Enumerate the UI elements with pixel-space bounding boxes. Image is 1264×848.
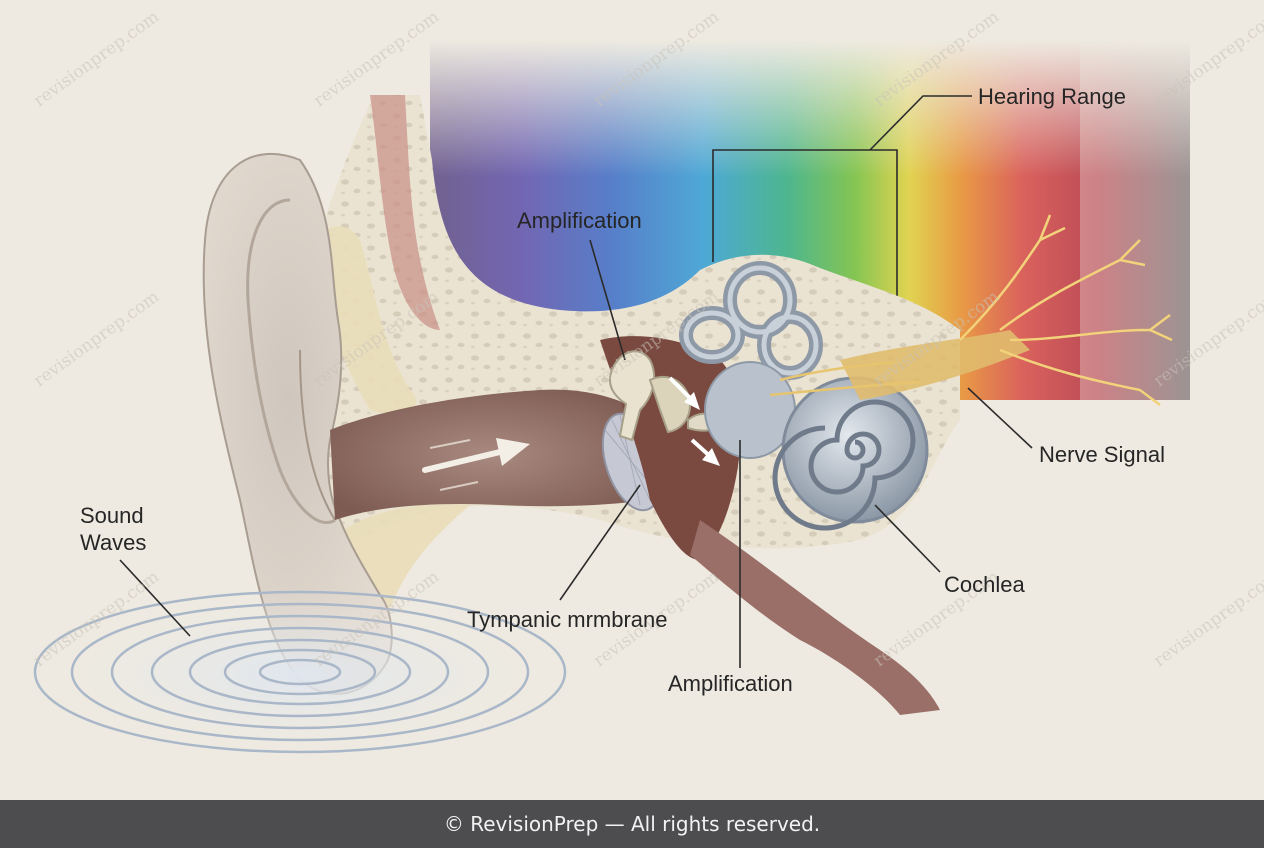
label-sound-waves-line2: Waves xyxy=(80,530,147,555)
eustachian-tube xyxy=(690,520,940,715)
label-sound-waves-line1: Sound xyxy=(80,503,144,528)
label-amplification-top: Amplification xyxy=(517,208,642,233)
auditory-nerve xyxy=(769,214,1173,406)
hearing-range-bracket xyxy=(712,95,972,330)
label-amplification-bottom: Amplification xyxy=(668,671,793,696)
ear-cartilage xyxy=(318,226,417,414)
label-sound-waves: Sound Waves xyxy=(80,502,146,556)
ear-anatomy-illustration xyxy=(30,40,1190,760)
copyright-footer: © RevisionPrep — All rights reserved. xyxy=(0,800,1264,848)
label-hearing-range: Hearing Range xyxy=(978,84,1126,109)
label-cochlea: Cochlea xyxy=(944,572,1025,597)
label-tympanic-membrane: Tympanic mrmbrane xyxy=(467,607,668,632)
cochlea xyxy=(772,376,929,531)
label-nerve-signal: Nerve Signal xyxy=(1039,442,1165,467)
sound-wave-ripples xyxy=(30,590,570,760)
leader-lines xyxy=(119,239,1033,668)
copyright-text: © RevisionPrep — All rights reserved. xyxy=(443,812,821,836)
